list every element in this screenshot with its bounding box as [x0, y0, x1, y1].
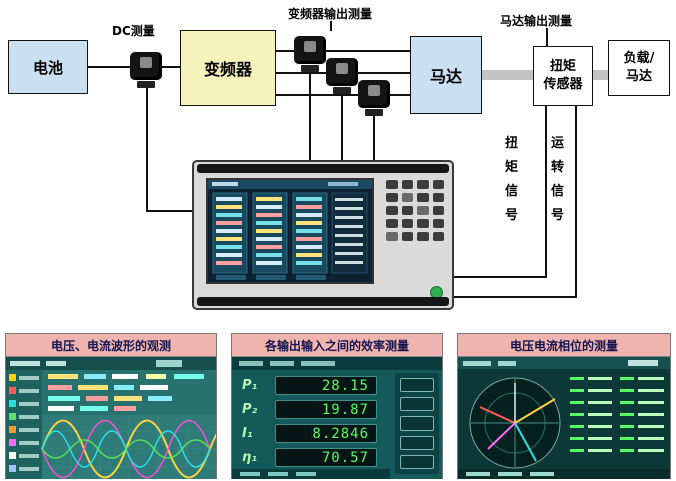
panel-efficiency: 各输出输入之间的效率测量 P₁ 28.15 P₂ 19.87 I₁ 8.2846 [231, 333, 443, 479]
dc-sensor-lead-horizontal [146, 210, 192, 212]
analyzer-screen-graphic [208, 180, 372, 282]
phase-screen-graphic [458, 357, 670, 479]
efficiency-softkey-menu [395, 373, 439, 474]
torque-signal-label: 扭矩信号 [504, 136, 518, 224]
analyzer-top-bar [197, 164, 449, 173]
reading-value: 70.57 [275, 447, 377, 467]
panel-efficiency-title: 各输出输入之间的效率测量 [232, 334, 442, 357]
analyzer-keypad [386, 180, 444, 266]
sensor2-lead [341, 94, 343, 162]
rotation-signal-label: 运转信号 [550, 136, 564, 224]
panel-phase-title: 电压电流相位的测量 [458, 334, 670, 357]
inverter-box: 变频器 [180, 30, 276, 106]
dc-sensor-lead-vertical [146, 88, 148, 212]
rotation-signal-line-horizontal [454, 296, 577, 298]
wire-inverter-motor-1 [276, 50, 410, 52]
ac-current-sensor-2-icon [326, 58, 358, 94]
dc-current-sensor-icon [130, 52, 162, 88]
waveform-screen-graphic [6, 357, 216, 479]
efficiency-row-eta1: η₁ 70.57 [242, 447, 377, 467]
torque-sensor-label-line2: 传感器 [543, 77, 583, 92]
efficiency-row-i1: I₁ 8.2846 [242, 423, 377, 443]
sensor3-lead [373, 116, 375, 162]
load-label-line1: 负载/ [623, 50, 655, 66]
ac-current-sensor-1-icon [294, 36, 326, 72]
ac-current-sensor-3-icon [358, 80, 390, 116]
motor-box: 马达 [410, 36, 482, 114]
battery-box: 电池 [8, 40, 88, 94]
dc-measure-label: DC测量 [112, 24, 155, 38]
motor-output-label-pointer [546, 28, 548, 46]
motor-output-measure-label: 马达输出测量 [500, 14, 573, 28]
inverter-label: 变频器 [203, 60, 252, 79]
reading-label: η₁ [242, 449, 257, 465]
panel-waveform-title: 电压、电流波形的观测 [6, 334, 216, 357]
phase-screen [458, 357, 670, 479]
load-label-line2: 马达 [625, 69, 652, 84]
load-motor-box: 负载/ 马达 [608, 40, 670, 96]
reading-label: P₁ [242, 377, 258, 393]
battery-label: 电池 [32, 58, 63, 77]
inverter-output-label-pointer [330, 21, 332, 31]
reading-value: 28.15 [275, 375, 377, 395]
efficiency-screen-menu-bar [232, 357, 442, 370]
efficiency-screen: P₁ 28.15 P₂ 19.87 I₁ 8.2846 η₁ 70.57 [232, 357, 442, 479]
analyzer-screen [206, 178, 374, 284]
torque-signal-line-horizontal [454, 276, 547, 278]
reading-label: I₁ [242, 425, 253, 441]
efficiency-row-p2: P₂ 19.87 [242, 399, 377, 419]
power-analyzer-device [192, 160, 454, 310]
analyzer-bottom-bar [197, 297, 449, 306]
motor-label: 马达 [429, 67, 462, 86]
inverter-output-measure-label: 变频器输出测量 [288, 7, 373, 21]
rotation-signal-line-vertical [575, 106, 577, 298]
waveform-screen [6, 357, 216, 479]
panel-waveform: 电压、电流波形的观测 [5, 333, 217, 479]
torque-sensor-box: 扭矩 传感器 [533, 46, 593, 106]
torque-sensor-label-line1: 扭矩 [549, 58, 576, 74]
wire-inverter-motor-3 [276, 94, 410, 96]
efficiency-row-p1: P₁ 28.15 [242, 375, 377, 395]
sensor1-lead [309, 72, 311, 162]
efficiency-status-bar [232, 469, 390, 479]
panel-phase: 电压电流相位的测量 [457, 333, 671, 479]
reading-value: 19.87 [275, 399, 377, 419]
reading-label: P₂ [242, 401, 258, 417]
torque-signal-line-vertical [545, 106, 547, 278]
reading-value: 8.2846 [275, 423, 377, 443]
